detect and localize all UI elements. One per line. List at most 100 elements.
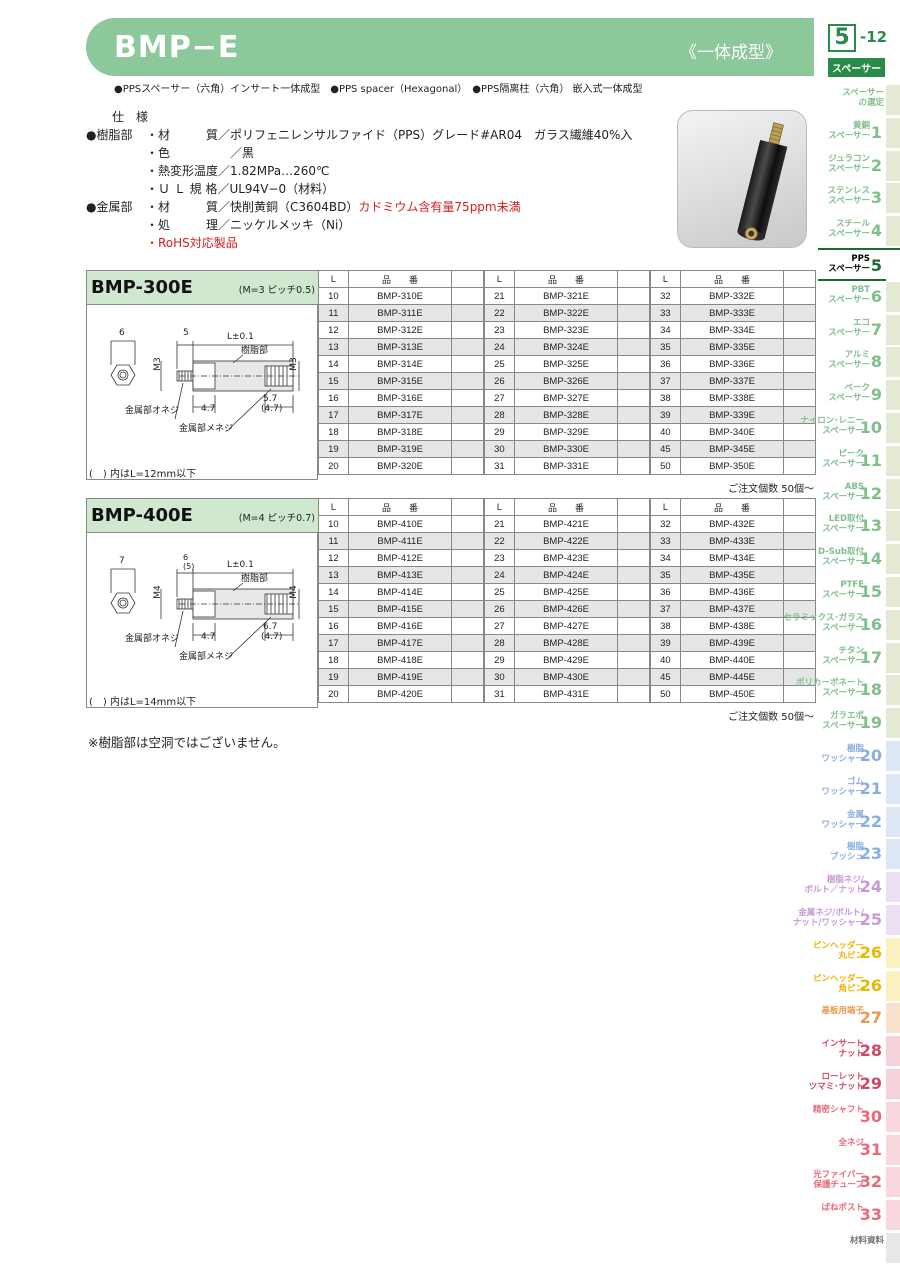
part-number-cell[interactable]: BMP-433E: [679, 532, 785, 550]
part-number-cell[interactable]: BMP-350E: [679, 457, 785, 475]
part-number-cell[interactable]: BMP-333E: [679, 304, 785, 322]
part-number-cell[interactable]: BMP-322E: [513, 304, 619, 322]
part-number-cell[interactable]: BMP-321E: [513, 287, 619, 305]
part-number-cell[interactable]: BMP-413E: [347, 566, 453, 584]
part-number-cell[interactable]: BMP-426E: [513, 600, 619, 618]
part-number-cell[interactable]: BMP-419E: [347, 668, 453, 686]
part-number-cell[interactable]: BMP-310E: [347, 287, 453, 305]
part-number-cell[interactable]: BMP-317E: [347, 406, 453, 424]
part-number-cell[interactable]: BMP-320E: [347, 457, 453, 475]
part-number-cell[interactable]: BMP-340E: [679, 423, 785, 441]
part-number-cell[interactable]: BMP-315E: [347, 372, 453, 390]
part-number-cell[interactable]: BMP-337E: [679, 372, 785, 390]
part-number-cell[interactable]: BMP-422E: [513, 532, 619, 550]
sidebar-item-x-35[interactable]: 材料資料: [818, 1232, 900, 1265]
part-number-cell[interactable]: BMP-326E: [513, 372, 619, 390]
part-number-cell[interactable]: BMP-327E: [513, 389, 619, 407]
part-number-cell[interactable]: BMP-440E: [679, 651, 785, 669]
part-number-cell[interactable]: BMP-330E: [513, 440, 619, 458]
part-number-cell[interactable]: BMP-338E: [679, 389, 785, 407]
part-number-cell[interactable]: BMP-423E: [513, 549, 619, 567]
part-number-cell[interactable]: BMP-438E: [679, 617, 785, 635]
part-number-cell[interactable]: BMP-414E: [347, 583, 453, 601]
part-number-cell[interactable]: BMP-328E: [513, 406, 619, 424]
part-number-cell[interactable]: BMP-316E: [347, 389, 453, 407]
part-number-cell[interactable]: BMP-450E: [679, 685, 785, 703]
part-number-cell[interactable]: BMP-415E: [347, 600, 453, 618]
part-number-cell[interactable]: BMP-434E: [679, 549, 785, 567]
part-number-cell[interactable]: BMP-432E: [679, 515, 785, 533]
part-number-cell[interactable]: BMP-435E: [679, 566, 785, 584]
part-number-cell[interactable]: BMP-410E: [347, 515, 453, 533]
part-number-cell[interactable]: BMP-424E: [513, 566, 619, 584]
part-number-cell[interactable]: BMP-334E: [679, 321, 785, 339]
part-number-cell[interactable]: BMP-331E: [513, 457, 619, 475]
part-number-cell[interactable]: BMP-318E: [347, 423, 453, 441]
part-number-cell[interactable]: BMP-314E: [347, 355, 453, 373]
part-number-cell[interactable]: BMP-429E: [513, 651, 619, 669]
part-number-cell[interactable]: BMP-411E: [347, 532, 453, 550]
part-number-cell[interactable]: BMP-325E: [513, 355, 619, 373]
part-number-cell[interactable]: BMP-313E: [347, 338, 453, 356]
part-number-cell[interactable]: BMP-436E: [679, 583, 785, 601]
part-number-cell[interactable]: BMP-312E: [347, 321, 453, 339]
part-number-cell[interactable]: BMP-439E: [679, 634, 785, 652]
part-number-cell[interactable]: BMP-420E: [347, 685, 453, 703]
part-number-cell[interactable]: BMP-329E: [513, 423, 619, 441]
part-number-cell[interactable]: BMP-336E: [679, 355, 785, 373]
part-number-cell[interactable]: BMP-418E: [347, 651, 453, 669]
part-number-cell[interactable]: BMP-430E: [513, 668, 619, 686]
part-number-cell[interactable]: BMP-339E: [679, 406, 785, 424]
part-number-cell[interactable]: BMP-431E: [513, 685, 619, 703]
part-number-cell[interactable]: BMP-345E: [679, 440, 785, 458]
part-number-cell[interactable]: BMP-319E: [347, 440, 453, 458]
part-number-cell[interactable]: BMP-417E: [347, 634, 453, 652]
part-number-cell[interactable]: BMP-323E: [513, 321, 619, 339]
part-number-cell[interactable]: BMP-412E: [347, 549, 453, 567]
part-number-cell[interactable]: BMP-427E: [513, 617, 619, 635]
part-number-cell[interactable]: BMP-332E: [679, 287, 785, 305]
part-number-cell[interactable]: BMP-445E: [679, 668, 785, 686]
sidebar-item-x-0[interactable]: スペーサー の選定: [818, 84, 900, 117]
part-number-cell[interactable]: BMP-428E: [513, 634, 619, 652]
part-number-cell[interactable]: BMP-421E: [513, 515, 619, 533]
part-number-cell[interactable]: BMP-425E: [513, 583, 619, 601]
part-number-cell[interactable]: BMP-335E: [679, 338, 785, 356]
part-number-cell[interactable]: BMP-437E: [679, 600, 785, 618]
part-number-cell[interactable]: BMP-311E: [347, 304, 453, 322]
part-number-cell[interactable]: BMP-416E: [347, 617, 453, 635]
